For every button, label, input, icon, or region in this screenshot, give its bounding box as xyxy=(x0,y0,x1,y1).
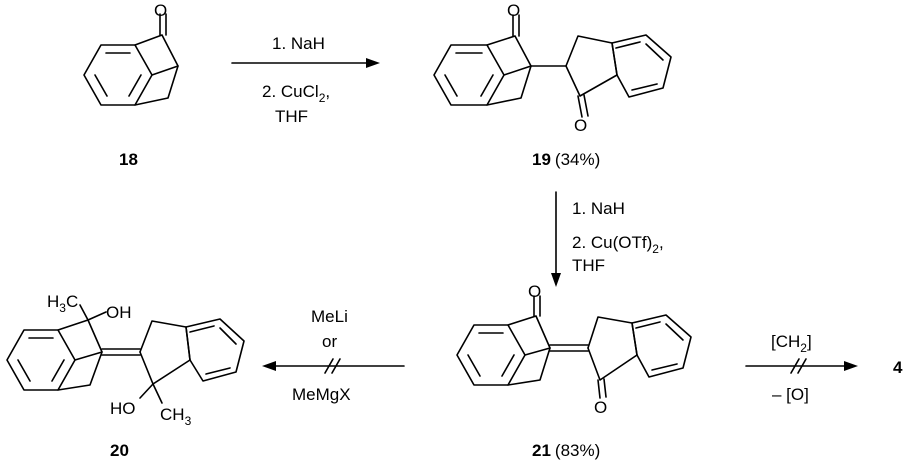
arrow-step-2 xyxy=(551,191,561,287)
compound-18-structure: O xyxy=(83,1,179,106)
step3-or: or xyxy=(322,332,337,351)
step4-condition: – [O] xyxy=(772,385,809,404)
step2-solvent: THF xyxy=(572,256,605,275)
step1-solvent: THF xyxy=(275,107,308,126)
hydroxyl-group: OH xyxy=(106,303,132,322)
step2-reagent-2: 2. Cu(OTf)2, xyxy=(572,233,664,256)
compound-18-label: 18 xyxy=(119,150,138,169)
compound-4-label: 4 xyxy=(893,358,903,377)
arrow-step-4-blocked xyxy=(745,358,858,374)
arrow-step-1 xyxy=(231,58,380,68)
step1-reagent-2: 2. CuCl2, xyxy=(262,82,330,105)
compound-20-label: 20 xyxy=(110,441,129,460)
oxygen-atom: O xyxy=(574,116,587,135)
compound-21-structure: O O xyxy=(456,282,692,417)
oxygen-atom: O xyxy=(594,398,607,417)
methyl-group: CH3 xyxy=(160,405,192,428)
oxygen-atom: O xyxy=(154,1,167,20)
arrow-step-3-blocked xyxy=(262,358,405,374)
methyl-group: H3C xyxy=(47,292,78,315)
step3-reagent-2: MeMgX xyxy=(292,385,351,404)
step1-reagent-1: 1. NaH xyxy=(272,34,325,53)
step4-reagent: [CH2] xyxy=(771,332,812,355)
compound-20-structure: H3C OH HO CH3 xyxy=(6,292,245,428)
compound-19-structure: O O xyxy=(433,1,672,135)
compound-21-label: 21(83%) xyxy=(532,441,600,460)
oxygen-atom: O xyxy=(528,282,541,301)
step2-reagent-1: 1. NaH xyxy=(572,199,625,218)
oxygen-atom: O xyxy=(507,1,520,20)
hydroxyl-group: HO xyxy=(110,399,136,418)
compound-19-label: 19(34%) xyxy=(532,150,600,169)
step3-reagent-1: MeLi xyxy=(311,307,348,326)
